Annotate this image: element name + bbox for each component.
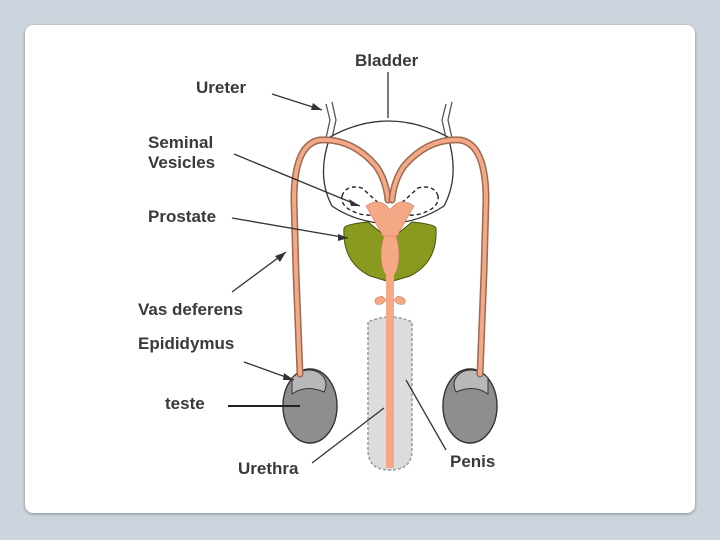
label-vas-deferens: Vas deferens xyxy=(138,300,243,319)
urethra-upper xyxy=(365,201,415,239)
urethra-tube xyxy=(386,272,394,468)
vas-deferens-arrowhead xyxy=(275,252,286,262)
label-seminal-vesicles-line2: Vesicles xyxy=(148,153,215,172)
right-ureter-inner xyxy=(447,101,453,139)
label-ureter: Ureter xyxy=(196,78,246,97)
label-urethra: Urethra xyxy=(238,459,299,478)
urethra-bulb xyxy=(380,235,400,278)
bulbourethral-gland-right xyxy=(393,295,406,305)
penis-leader xyxy=(405,379,447,451)
right-ureter xyxy=(441,103,447,139)
left-ureter xyxy=(325,103,331,139)
prostate-arrowhead xyxy=(338,234,348,241)
vas-deferens-leader xyxy=(231,251,287,293)
label-epididymus: Epididymus xyxy=(138,334,234,353)
label-prostate: Prostate xyxy=(148,207,216,226)
urethra-leader xyxy=(311,407,385,464)
label-teste: teste xyxy=(165,394,205,413)
label-seminal-vesicles-line1: Seminal xyxy=(148,133,213,152)
label-bladder: Bladder xyxy=(355,51,419,70)
left-vas-deferens-fill xyxy=(292,137,390,376)
seminal-vesicles-arrowhead xyxy=(349,199,360,206)
bulbourethral-gland-left xyxy=(374,295,387,305)
ureter-arrowhead xyxy=(311,103,322,110)
label-penis: Penis xyxy=(450,452,495,471)
epididymus-arrowhead xyxy=(283,373,294,380)
left-ureter-inner xyxy=(331,101,337,139)
seminal-vesicles-leader xyxy=(233,153,361,207)
right-vas-deferens-fill xyxy=(390,137,488,376)
prostate-leader xyxy=(231,217,349,239)
